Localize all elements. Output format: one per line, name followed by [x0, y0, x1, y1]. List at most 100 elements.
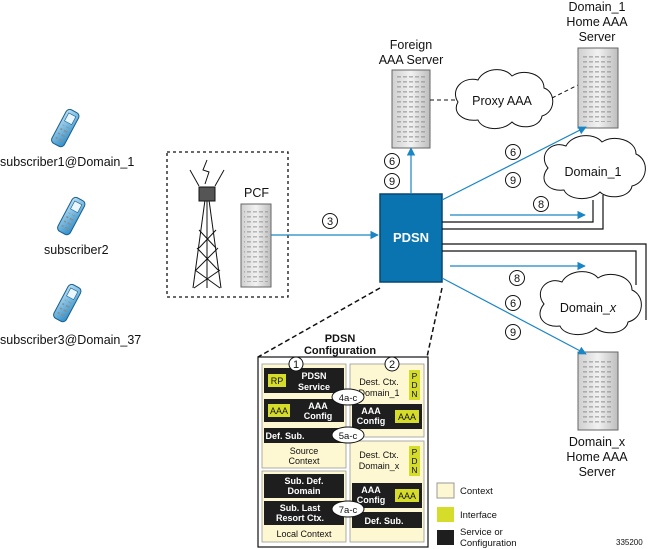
domainx-aaa-label-1: Domain_x — [569, 435, 626, 449]
svg-text:Proxy AAA: Proxy AAA — [472, 94, 532, 108]
aaa-interface-source — [268, 404, 290, 417]
flow-number-6-foreign: 6 — [384, 153, 400, 169]
svg-text:AAA: AAA — [270, 406, 288, 416]
flow-number-8-domain1: 8 — [533, 196, 549, 212]
def-sub-block-source — [264, 428, 344, 443]
svg-text:Dest. Ctx.: Dest. Ctx. — [359, 450, 399, 460]
flow-number-6-domain1: 6 — [505, 144, 521, 160]
svg-text:5a-c: 5a-c — [339, 431, 358, 442]
flow-number-9-domain1: 9 — [505, 172, 521, 188]
pcf-label: PCF — [244, 186, 269, 200]
legend-service-label-2: Configuration — [460, 538, 517, 549]
svg-text:9: 9 — [510, 327, 516, 339]
proxy-aaa-cloud: Proxy AAA — [455, 69, 554, 129]
config-title-2: Configuration — [304, 345, 376, 357]
rp-interface — [268, 374, 286, 387]
svg-text:P: P — [412, 447, 418, 457]
pdsn-links — [441, 126, 647, 355]
svg-text:1: 1 — [293, 359, 299, 371]
sub-def-domain-block — [264, 474, 344, 498]
step-5a-c: 5a-c — [331, 426, 365, 444]
pdsn-box — [379, 193, 443, 283]
svg-text:AAA: AAA — [398, 412, 416, 422]
phone-icon-2 — [57, 196, 86, 236]
config-title-1: PDSN — [325, 333, 356, 345]
domainx-cloud: Domain_x — [539, 271, 642, 335]
legend: Context Interface Service or Configurati… — [436, 482, 517, 549]
local-context-label: Local Context — [276, 529, 332, 539]
source-context-label-2: Context — [288, 456, 320, 466]
step-4a-c: 4a-c — [331, 388, 365, 406]
legend-interface-label: Interface — [460, 510, 497, 521]
domainx-cloud-label: Domain_ — [560, 301, 611, 315]
callout-1: 1 — [288, 356, 304, 372]
zoom-line-right — [426, 287, 443, 358]
phone-icon-3 — [53, 283, 82, 323]
svg-text:RP: RP — [271, 376, 284, 386]
foreign-aaa-label-1: Foreign — [390, 38, 432, 52]
domain1-aaa-label-1: Domain_1 — [569, 0, 626, 14]
callout-2: 2 — [384, 356, 400, 372]
svg-text:9: 9 — [389, 176, 395, 188]
svg-text:AAA: AAA — [398, 491, 416, 501]
domain1-aaa-label-3: Server — [579, 30, 616, 44]
aaa-interface-dest1 — [395, 410, 419, 423]
pdsn-service-label-2: Service — [298, 382, 330, 392]
subscriber-label-1: subscriber1@Domain_1 — [0, 155, 134, 169]
svg-text:Domain_1: Domain_1 — [358, 388, 399, 398]
svg-text:2: 2 — [389, 359, 395, 371]
svg-text:Resort Ctx.: Resort Ctx. — [276, 513, 324, 523]
def-sub-block-destx — [352, 512, 422, 528]
flow-number-3: 3 — [322, 213, 338, 229]
flow-number-9-foreign: 9 — [384, 173, 400, 189]
svg-text:Config: Config — [357, 495, 386, 505]
svg-text:Def. Sub.: Def. Sub. — [265, 431, 304, 441]
subscriber-label-3: subscriber3@Domain_37 — [0, 333, 141, 347]
phone-icon-1 — [51, 108, 80, 148]
svg-text:4a-c: 4a-c — [339, 393, 358, 404]
svg-text:Def. Sub.: Def. Sub. — [364, 516, 403, 526]
svg-text:6: 6 — [389, 156, 395, 168]
svg-text:6: 6 — [510, 298, 516, 310]
cell-tower-icon — [189, 159, 225, 289]
svg-text:N: N — [411, 389, 417, 399]
source-context-label-1: Source — [290, 446, 319, 456]
svg-text:Domain: Domain — [287, 486, 320, 496]
svg-text:6: 6 — [510, 147, 516, 159]
svg-text:AAA: AAA — [308, 401, 328, 411]
svg-text:N: N — [411, 465, 417, 475]
foreign-aaa-server — [391, 69, 431, 149]
legend-context-label: Context — [460, 486, 493, 497]
domain1-aaa-server — [577, 47, 619, 129]
svg-text:Config: Config — [304, 411, 333, 421]
svg-text:Sub. Def.: Sub. Def. — [284, 476, 323, 486]
pdn-interface-x — [409, 446, 420, 476]
svg-text:AAA: AAA — [361, 406, 381, 416]
svg-text:D: D — [411, 456, 417, 466]
pdn-interface-1 — [409, 370, 420, 400]
legend-service-label-1: Service or — [460, 527, 503, 538]
svg-text:Config: Config — [357, 416, 386, 426]
pdsn-label: PDSN — [393, 230, 429, 245]
svg-text:8: 8 — [514, 273, 520, 285]
radio-network-box — [166, 151, 289, 298]
svg-text:D: D — [411, 380, 417, 390]
sub-last-resort-block — [264, 501, 344, 525]
domainx-aaa-label-3: Server — [579, 465, 616, 479]
aaa-interface-destx — [395, 489, 419, 502]
domainx-aaa-label-2: Home AAA — [566, 450, 628, 464]
svg-text:9: 9 — [510, 175, 516, 187]
svg-text:Domain_x: Domain_x — [359, 461, 400, 471]
step-7a-c: 7a-c — [331, 500, 365, 518]
svg-text:P: P — [412, 371, 418, 381]
figure-id: 335200 — [616, 538, 643, 547]
flow-number-8-domainx: 8 — [509, 270, 525, 286]
flow-number-9-domainx: 9 — [505, 324, 521, 340]
svg-text:Dest. Ctx.: Dest. Ctx. — [359, 377, 399, 387]
svg-text:Domain_x: Domain_x — [560, 301, 617, 315]
flow-number-6-domainx: 6 — [505, 295, 521, 311]
domain1-aaa-label-2: Home AAA — [566, 15, 628, 29]
domainx-aaa-server — [577, 351, 619, 431]
subscriber-label-2: subscriber2 — [44, 243, 109, 257]
foreign-aaa-label-2: AAA Server — [379, 53, 444, 67]
